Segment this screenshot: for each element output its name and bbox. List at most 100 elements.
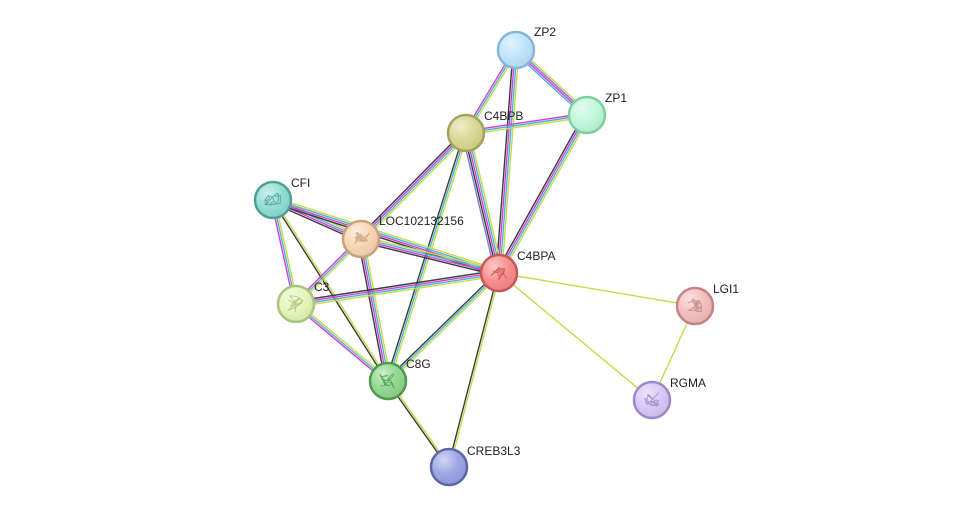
edge-evidence-homology	[461, 133, 497, 275]
edge-LOC102132156-C4BPA[interactable]	[359, 235, 501, 277]
edge-evidence-textmining	[362, 134, 469, 242]
edge-evidence-experimental	[359, 238, 388, 382]
edge-evidence-experimental	[272, 200, 500, 275]
node-shine	[449, 116, 483, 150]
edge-evidence-database	[387, 272, 500, 382]
edge-evidence-coexpression	[495, 49, 514, 274]
edge-evidence-coexpression	[447, 272, 499, 468]
edge-evidence-textmining	[273, 198, 390, 382]
edge-evidence-database	[295, 273, 500, 306]
edge-C3-C8G[interactable]	[294, 301, 390, 384]
labels-layer: ZP2ZP1C4BPBCFILOC102132156C4BPALGI1C3C8G…	[291, 25, 739, 458]
edge-evidence-textmining	[498, 272, 696, 307]
edge-evidence-textmining	[500, 115, 591, 276]
edge-C4BPB-C8G[interactable]	[385, 131, 469, 383]
edge-LOC102132156-C8G[interactable]	[357, 237, 392, 383]
node-label: LOC102132156	[379, 214, 464, 228]
node-C4BPB[interactable]	[446, 113, 486, 153]
node-LOC102132156[interactable]	[341, 219, 381, 259]
edge-CFI-C4BPA[interactable]	[271, 196, 501, 277]
protein-structure-icon	[287, 295, 304, 313]
edge-evidence-experimental	[295, 271, 500, 304]
edge-C4BPB-C4BPA[interactable]	[461, 131, 504, 275]
edge-evidence-database	[295, 303, 389, 382]
node-ZP1[interactable]	[567, 95, 607, 135]
edge-evidence-database	[467, 131, 502, 274]
edge-CFI-C8G[interactable]	[271, 198, 390, 383]
protein-structure-icon	[353, 232, 370, 244]
node-C3[interactable]	[276, 284, 316, 324]
edge-evidence-experimental	[497, 49, 516, 274]
edge-evidence-coexpression	[359, 241, 500, 277]
edge-evidence-database	[360, 237, 500, 273]
edge-evidence-textmining	[388, 273, 502, 384]
protein-structure-icon	[264, 192, 282, 206]
edge-evidence-coexpression	[294, 269, 500, 302]
edge-evidence-textmining	[468, 131, 504, 273]
protein-structure-icon	[490, 266, 508, 280]
node-label: CFI	[291, 176, 310, 190]
edge-evidence-experimental	[359, 131, 467, 240]
node-label: C3	[314, 280, 330, 294]
edge-evidence-experimental	[465, 112, 588, 132]
edge-evidence-textmining	[449, 272, 501, 468]
edge-evidence-coexpression	[463, 132, 498, 275]
node-label: C8G	[406, 357, 431, 371]
edge-evidence-database	[272, 198, 500, 273]
edge-ZP1-C4BPA[interactable]	[495, 112, 591, 276]
edge-evidence-textmining	[501, 49, 520, 274]
edge-evidence-experimental	[497, 113, 587, 274]
node-shine	[570, 98, 604, 132]
node-CFI[interactable]	[253, 180, 293, 220]
edge-C4BPB-LOC102132156[interactable]	[358, 130, 469, 242]
edge-evidence-database	[499, 49, 518, 274]
edge-ZP2-C4BPA[interactable]	[495, 49, 520, 274]
edge-evidence-database	[361, 238, 390, 382]
edge-evidence-textmining	[498, 272, 653, 401]
protein-structure-icon	[686, 298, 703, 313]
edge-evidence-textmining	[360, 235, 501, 271]
node-C8G[interactable]	[368, 361, 408, 401]
edge-C4BPA-C3[interactable]	[294, 269, 501, 308]
edge-evidence-experimental	[465, 132, 500, 274]
edge-evidence-experimental	[294, 304, 388, 384]
edge-evidence-textmining	[296, 301, 390, 381]
edge-evidence-coexpression	[271, 202, 499, 277]
node-label: C4BPA	[517, 249, 555, 263]
edge-evidence-database	[465, 114, 588, 134]
edge-evidence-database	[499, 114, 589, 275]
node-label: ZP2	[534, 25, 556, 39]
node-shine	[279, 287, 313, 321]
node-shine	[256, 183, 290, 217]
node-shine	[499, 33, 533, 67]
node-label: RGMA	[670, 376, 706, 390]
node-label: CREB3L3	[467, 444, 521, 458]
protein-structure-icon	[379, 373, 395, 389]
node-C4BPA[interactable]	[479, 253, 519, 293]
node-LGI1[interactable]	[675, 286, 715, 326]
edge-C4BPA-LGI1[interactable]	[498, 272, 696, 307]
edge-evidence-coexpression	[385, 270, 499, 381]
edge-evidence-database	[387, 132, 467, 382]
edge-evidence-coexpression	[358, 130, 465, 238]
nodes-layer	[253, 30, 715, 487]
node-shine	[432, 450, 466, 484]
edge-evidence-textmining	[389, 132, 469, 383]
protein-structure-icon	[644, 392, 660, 407]
edge-evidence-textmining	[363, 237, 392, 382]
edge-evidence-coexpression	[271, 199, 388, 383]
edge-C4BPA-CREB3L3[interactable]	[447, 272, 501, 468]
edge-evidence-experimental	[360, 239, 500, 275]
edge-evidence-textmining	[465, 116, 588, 136]
node-ZP2[interactable]	[496, 30, 536, 70]
edge-C4BPA-RGMA[interactable]	[498, 272, 653, 401]
node-CREB3L3[interactable]	[429, 447, 469, 487]
edge-evidence-textmining	[295, 275, 501, 308]
node-RGMA[interactable]	[632, 380, 672, 420]
edge-ZP1-C4BPB[interactable]	[465, 112, 588, 136]
node-label: C4BPB	[484, 109, 523, 123]
edge-C4BPA-C8G[interactable]	[385, 270, 502, 384]
edge-evidence-coexpression	[495, 112, 586, 273]
node-label: ZP1	[605, 91, 627, 105]
